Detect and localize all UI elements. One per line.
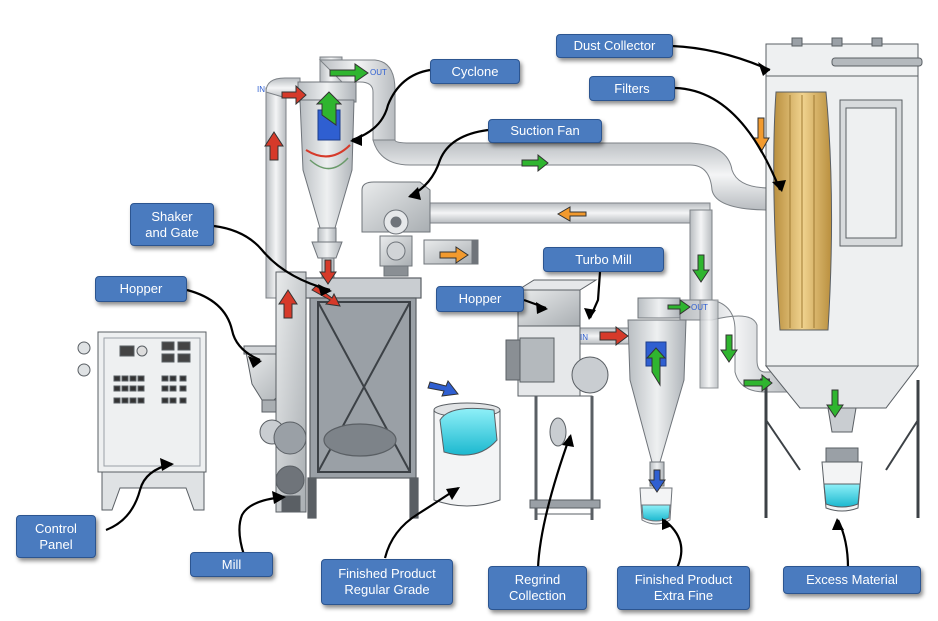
flow-tags: IN OUT IN OUT bbox=[257, 68, 708, 342]
mill-left bbox=[243, 271, 307, 513]
cyclone-out-tag: OUT bbox=[370, 68, 387, 77]
small-cyclone-in-tag: IN bbox=[580, 333, 588, 342]
suction-fan-label: Suction Fan bbox=[488, 119, 602, 143]
shaker-gate-label: Shaker and Gate bbox=[130, 203, 214, 246]
finished-regular-label: Finished Product Regular Grade bbox=[321, 559, 453, 605]
shaker-frame bbox=[304, 277, 422, 519]
flow-arrows bbox=[264, 63, 844, 493]
regrind-collection-label: Regrind Collection bbox=[488, 566, 587, 610]
dust-collector bbox=[760, 37, 923, 518]
filters-label: Filters bbox=[589, 76, 675, 101]
turbo-mill bbox=[505, 279, 609, 520]
dust-collector-label: Dust Collector bbox=[556, 34, 673, 58]
finished-extra-fine-label: Finished Product Extra Fine bbox=[617, 566, 750, 610]
regular-grade-bin bbox=[433, 402, 501, 507]
control-panel bbox=[77, 331, 207, 511]
hopper-right-label: Hopper bbox=[436, 286, 524, 312]
cyclone-in-tag: IN bbox=[257, 85, 265, 94]
cyclone-label: Cyclone bbox=[430, 59, 520, 84]
small-cyclone-out-tag: OUT bbox=[691, 303, 708, 312]
hopper-left-label: Hopper bbox=[95, 276, 187, 302]
leader-arrowheads bbox=[160, 62, 844, 530]
turbo-mill-label: Turbo Mill bbox=[543, 247, 664, 272]
mill-label: Mill bbox=[190, 552, 273, 577]
leader-lines bbox=[105, 44, 850, 569]
excess-material-label: Excess Material bbox=[783, 566, 921, 594]
control-panel-label: Control Panel bbox=[16, 515, 96, 558]
